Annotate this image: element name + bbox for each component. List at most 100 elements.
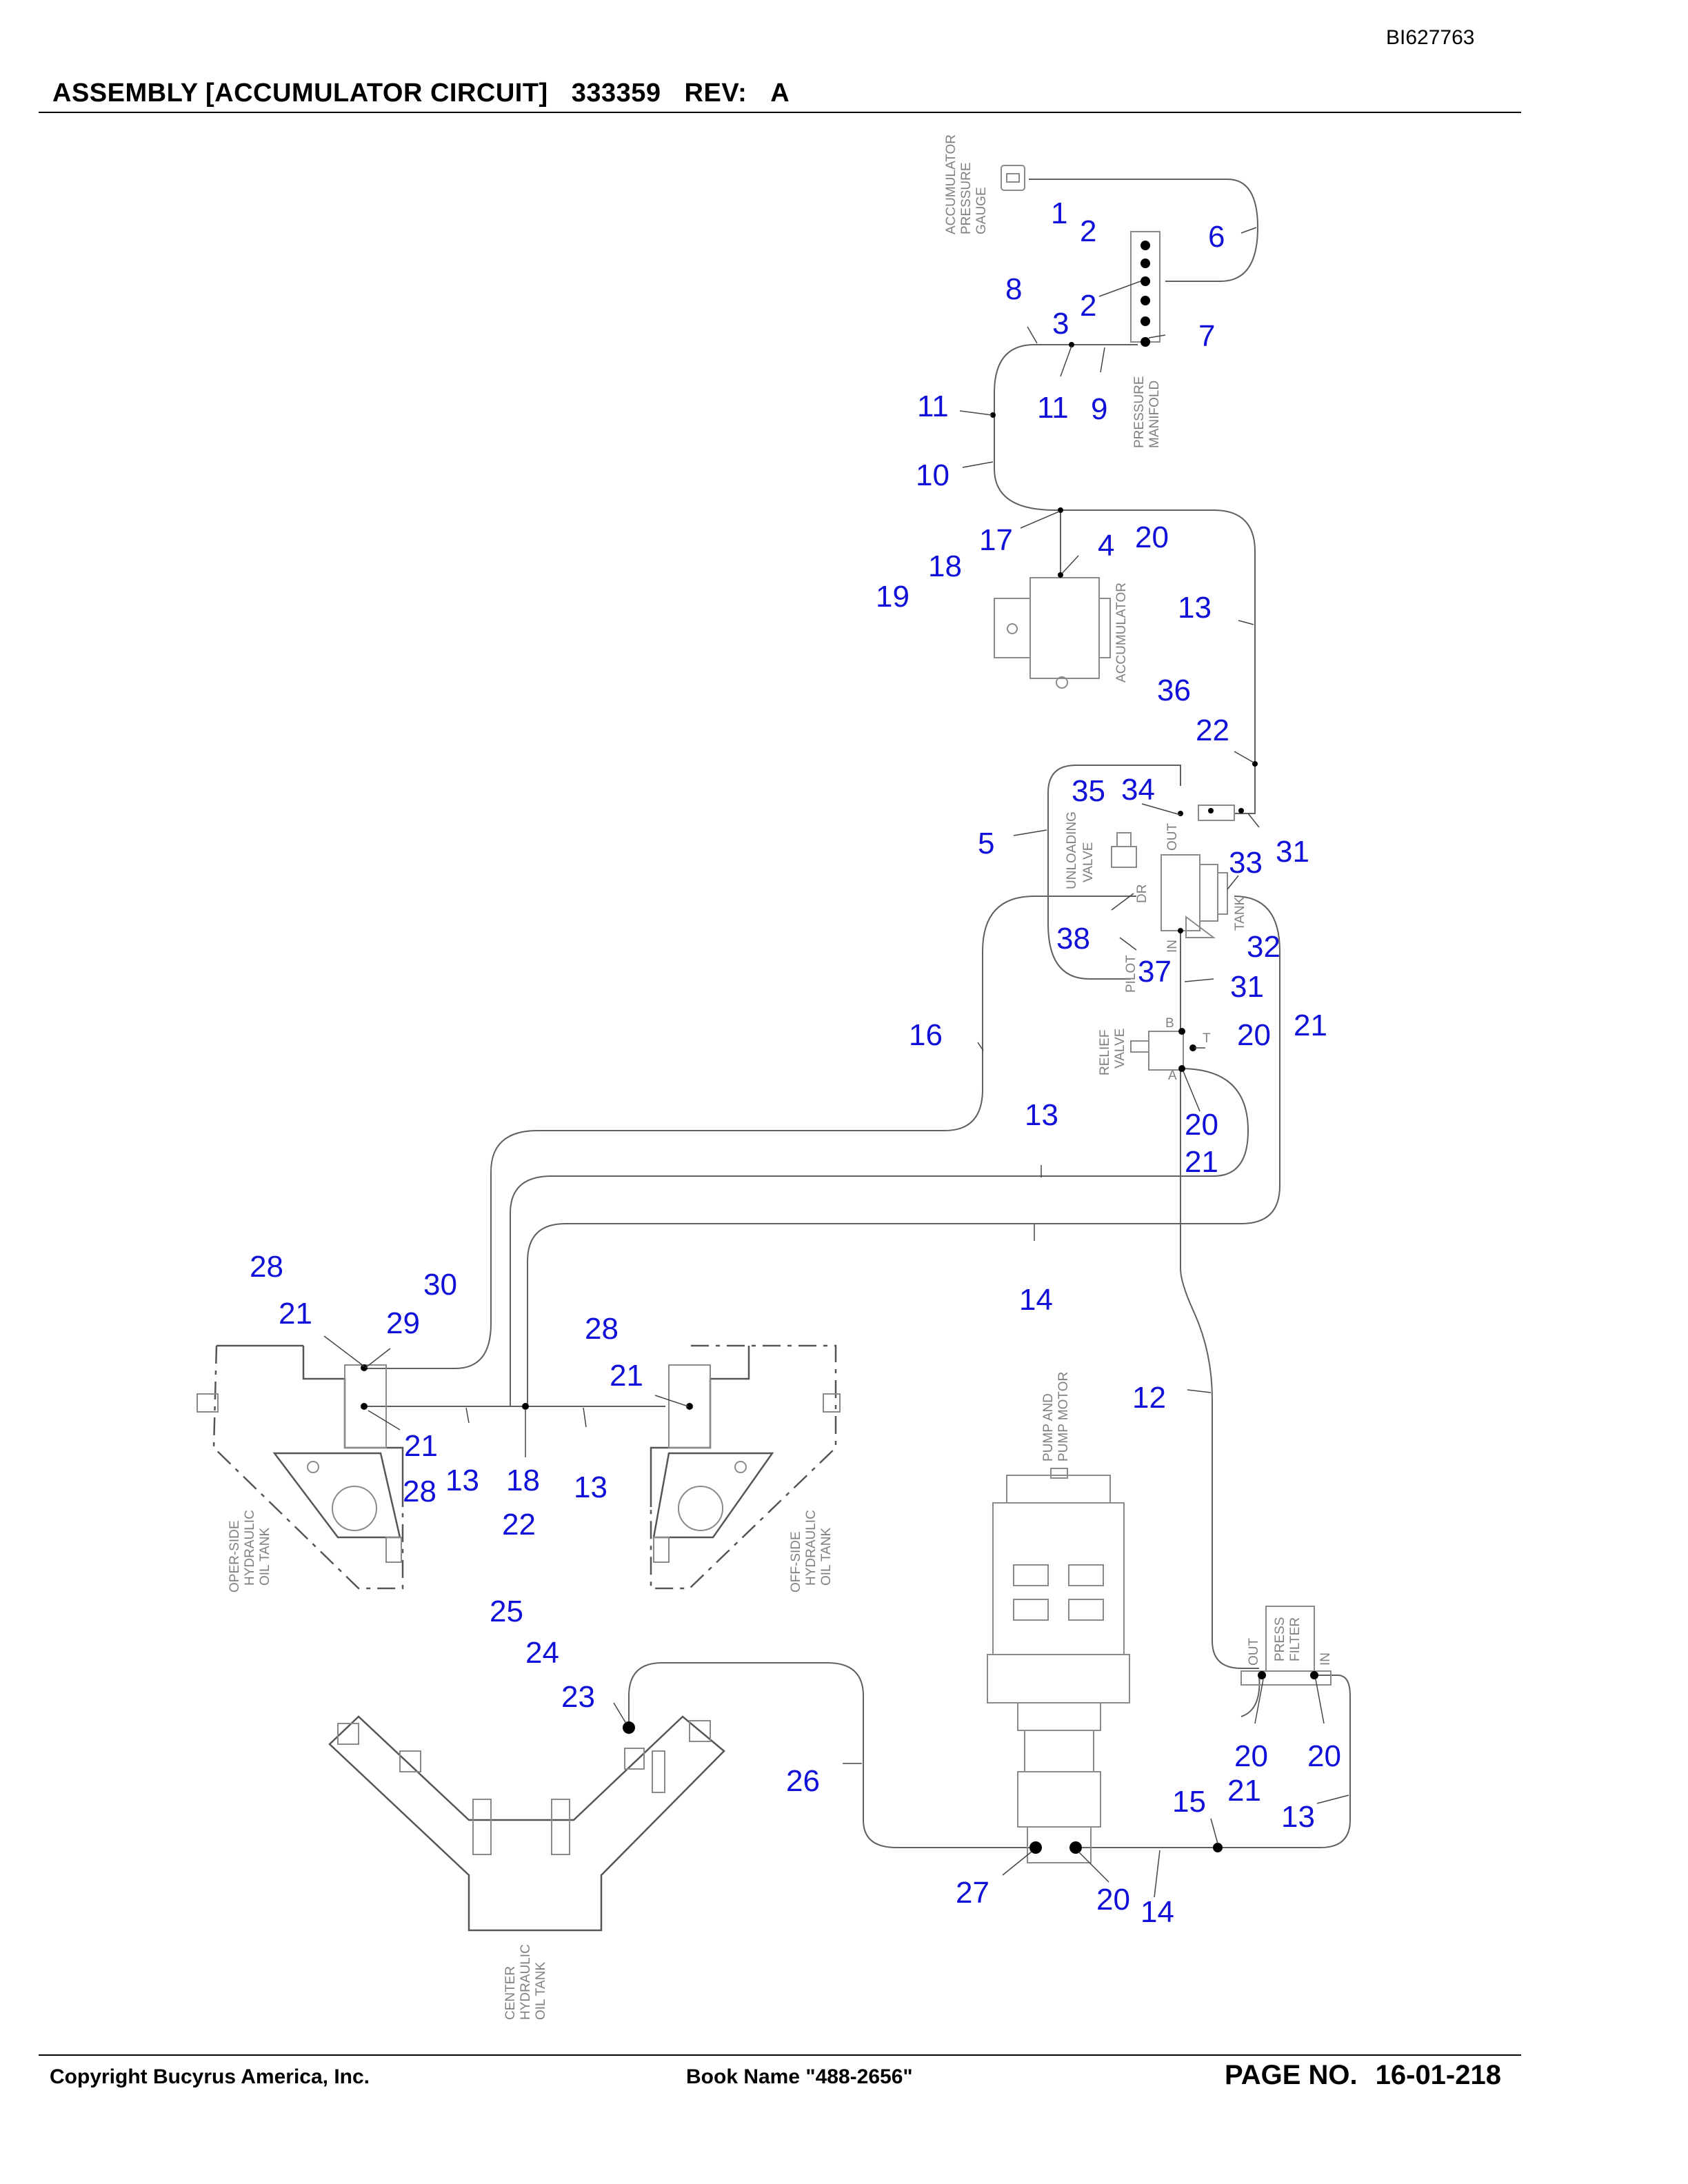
manifold-label-1: PRESSURE — [1132, 376, 1147, 448]
callout-1: 1 — [1051, 196, 1067, 230]
gauge-label-1: ACCUMULATOR — [944, 134, 958, 234]
callout-33: 33 — [1229, 846, 1263, 880]
filter-label-2: FILTER — [1288, 1617, 1303, 1661]
callout-21d: 21 — [610, 1359, 643, 1393]
off-tank-label-1: OFF-SIDE — [789, 1531, 803, 1593]
filter-out-label: OUT — [1247, 1638, 1261, 1666]
page-title: ASSEMBLY [ACCUMULATOR CIRCUIT] 333359 REV:… — [52, 79, 813, 108]
port-b-label: B — [1165, 1016, 1174, 1031]
port-tank-label: TANK — [1233, 896, 1247, 931]
callout-34: 34 — [1121, 773, 1155, 807]
callout-13e: 13 — [1281, 1800, 1315, 1834]
center-tank-label-3: OIL TANK — [534, 1962, 548, 2020]
hose-13-upper — [510, 1068, 1249, 1406]
callout-31b: 31 — [1230, 970, 1264, 1004]
hose-12 — [1180, 1069, 1259, 1669]
part-number: 333359 — [571, 79, 661, 108]
callout-30: 30 — [423, 1268, 457, 1302]
callout-19: 19 — [876, 580, 910, 614]
callout-14b: 14 — [1141, 1895, 1174, 1929]
accumulator-label: ACCUMULATOR — [1114, 583, 1129, 682]
hose-unloading-out — [1234, 765, 1256, 814]
gauge-label-3: GAUGE — [974, 187, 989, 234]
callout-13d: 13 — [574, 1470, 607, 1504]
off-tank-label-3: OIL TANK — [819, 1528, 834, 1586]
off-side-oil-tank: OFF-SIDE HYDRAULIC OIL TANK — [650, 1344, 841, 1593]
callout-35: 35 — [1072, 774, 1105, 808]
port-in-label: IN — [1165, 940, 1180, 953]
pump-and-motor: PUMP AND PUMP MOTOR — [987, 1372, 1130, 1863]
port-t-label: T — [1203, 1031, 1211, 1046]
page-number: PAGE NO. 16-01-218 — [1225, 2060, 1519, 2091]
callout-20f: 20 — [1096, 1883, 1130, 1917]
callout-9: 9 — [1091, 392, 1107, 426]
hose-manifold-accumulator — [994, 344, 1256, 765]
callout-29: 29 — [386, 1306, 420, 1340]
callout-5: 5 — [978, 827, 994, 860]
rev-value: A — [770, 79, 790, 108]
callout-8: 8 — [1005, 272, 1022, 306]
rev-label: REV: — [684, 79, 747, 108]
unloading-valve: UNLOADING VALVE OUT DR TANK IN PILOT — [1065, 805, 1247, 993]
page-label: PAGE NO. — [1225, 2060, 1358, 2090]
unloading-label-2: VALVE — [1081, 842, 1096, 882]
hoses — [362, 179, 1351, 1848]
callout-13b: 13 — [1025, 1098, 1058, 1132]
assembly-title: ASSEMBLY [ACCUMULATOR CIRCUIT] — [52, 79, 548, 108]
relief-valve: RELIEF VALVE B T A — [1098, 1016, 1211, 1083]
port-a-label: A — [1168, 1069, 1177, 1083]
callout-3: 3 — [1052, 307, 1069, 341]
filter-in-label: IN — [1318, 1652, 1333, 1666]
accumulator-pressure-gauge: ACCUMULATOR PRESSURE GAUGE — [944, 134, 1025, 234]
callout-14: 14 — [1019, 1283, 1053, 1317]
callout-21: 21 — [1294, 1009, 1327, 1042]
callout-13c: 13 — [445, 1464, 479, 1497]
callout-20c: 20 — [1185, 1108, 1218, 1142]
callout-25: 25 — [490, 1595, 523, 1628]
hose-14 — [527, 896, 1280, 1406]
callout-17: 17 — [979, 523, 1013, 557]
callout-18b: 18 — [506, 1464, 540, 1497]
center-tank-label-1: CENTER — [503, 1966, 518, 2020]
callout-numbers: 1 2 6 8 2 3 7 11 11 9 10 17 4 20 18 19 1… — [250, 196, 1341, 1929]
callout-15: 15 — [1172, 1785, 1206, 1819]
footer-rule — [39, 2054, 1521, 2056]
callout-16: 16 — [909, 1018, 943, 1052]
callout-20b: 20 — [1237, 1018, 1271, 1052]
callout-6: 6 — [1208, 220, 1225, 254]
callout-21e: 21 — [404, 1429, 438, 1463]
junction-dots — [361, 342, 1318, 1854]
hose-13-filter — [1076, 1675, 1351, 1848]
callout-21f: 21 — [1227, 1774, 1261, 1808]
callout-32: 32 — [1247, 930, 1280, 964]
callout-20e: 20 — [1307, 1739, 1341, 1773]
off-tank-label-2: HYDRAULIC — [804, 1510, 818, 1586]
hose-filter-out — [1240, 1675, 1260, 1717]
pump-label-2: PUMP MOTOR — [1056, 1372, 1071, 1462]
document-id: BI627763 — [1386, 26, 1475, 49]
callout-24: 24 — [525, 1636, 559, 1670]
oper-side-oil-tank: OPER-SIDE HYDRAULIC OIL TANK — [197, 1344, 404, 1593]
page-value: 16-01-218 — [1375, 2060, 1501, 2090]
hose-gauge — [1029, 179, 1259, 282]
leader-lines — [323, 227, 1349, 1898]
hose-26 — [628, 1662, 1034, 1848]
pilot-label: PILOT — [1124, 955, 1138, 993]
callout-4: 4 — [1098, 529, 1114, 563]
callout-26: 26 — [786, 1764, 820, 1798]
callout-20: 20 — [1135, 520, 1169, 554]
manifold-label-2: MANIFOLD — [1147, 381, 1162, 448]
callout-11: 11 — [917, 390, 949, 423]
oper-tank-label-2: HYDRAULIC — [243, 1510, 257, 1586]
oper-tank-label-3: OIL TANK — [258, 1528, 272, 1586]
gauge-label-2: PRESSURE — [959, 162, 974, 234]
hose-pilot-loop — [1047, 765, 1181, 980]
pressure-filter: PRESS FILTER OUT IN — [1240, 1606, 1333, 1686]
callout-2b: 2 — [1080, 289, 1096, 323]
callout-10: 10 — [916, 458, 950, 492]
callout-38: 38 — [1056, 922, 1090, 956]
pressure-manifold: PRESSURE MANIFOLD — [1130, 231, 1162, 448]
callout-7: 7 — [1198, 319, 1215, 353]
callout-18: 18 — [928, 549, 962, 583]
